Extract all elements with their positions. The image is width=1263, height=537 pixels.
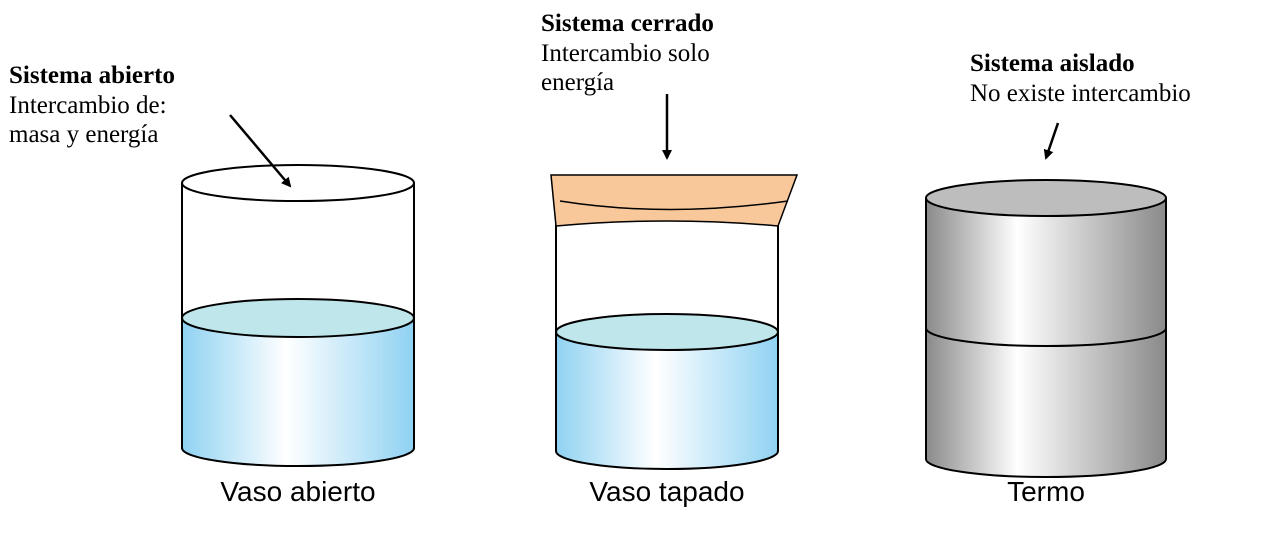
covered-beaker-bottom (555, 450, 779, 470)
thermos-seam (925, 327, 1167, 347)
closed-system-heading: Sistema cerrado (541, 10, 714, 37)
open-beaker-rim (181, 164, 415, 202)
open-beaker-water-body (182, 318, 414, 466)
isolated-system-heading: Sistema aislado (970, 50, 1135, 77)
open-beaker-water-surface (181, 298, 415, 338)
thermos-body (926, 198, 1166, 477)
covered-beaker-caption: Vaso tapado (589, 476, 745, 507)
thermos-bottom (925, 458, 1167, 478)
thermos (925, 122, 1167, 478)
open-system-desc-line-2: masa y energía (9, 121, 159, 148)
closed-system-label: Sistema cerrado Intercambio solo energía (541, 9, 714, 98)
covered-beaker-water-body (556, 332, 778, 469)
thermos-caption: Termo (1007, 476, 1085, 507)
closed-system-desc-line-2: energía (541, 69, 615, 96)
open-beaker-caption: Vaso abierto (220, 476, 376, 507)
open-system-heading: Sistema abierto (9, 62, 175, 89)
covered-beaker-water-surface (555, 313, 779, 351)
open-system-label: Sistema abierto Intercambio de: masa y e… (9, 61, 175, 150)
thermos-top (925, 179, 1167, 217)
open-beaker-bottom (181, 447, 415, 467)
lid (550, 174, 799, 227)
open-beaker (181, 114, 415, 467)
closed-system-desc-line-1: Intercambio solo (541, 39, 710, 67)
lid-inner-curve (559, 200, 789, 211)
open-arrow (229, 114, 292, 188)
isolated-arrow (1043, 122, 1060, 160)
isolated-system-desc-line-1: No existe intercambio (970, 79, 1191, 107)
isolated-system-label: Sistema aislado No existe intercambio (970, 49, 1191, 108)
open-system-desc-line-1: Intercambio de: (9, 91, 167, 119)
covered-beaker (550, 94, 799, 470)
